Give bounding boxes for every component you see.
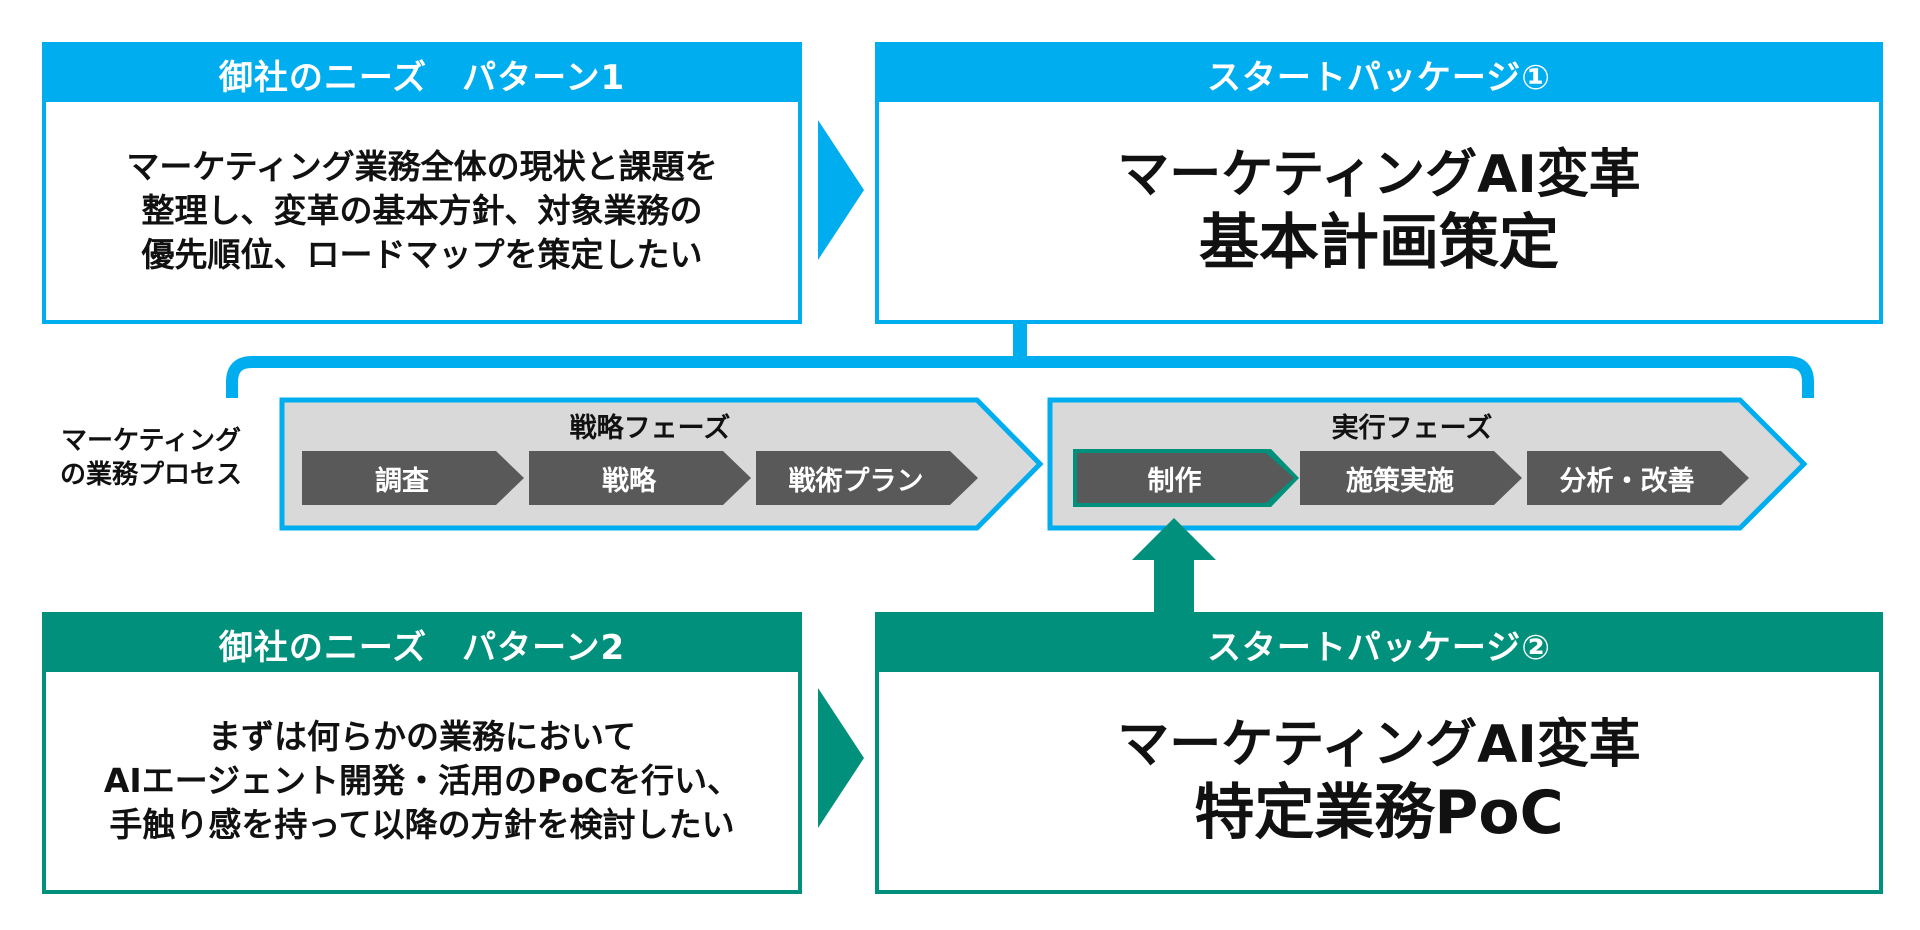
process-label-line: の業務プロセス: [60, 460, 243, 490]
step-strategy: 戦略: [529, 451, 751, 505]
start-package-1-header: スタートパッケージ①: [879, 46, 1879, 102]
needs-pattern-1-line: 優先順位、ロードマップを策定したい: [141, 235, 703, 274]
needs-pattern-2-box: 御社のニーズ パターン2 まずは何らかの業務において AIエージェント開発・活用…: [42, 612, 802, 894]
arrow-right-icon-teal: [818, 688, 864, 828]
needs-pattern-1-body: マーケティング業務全体の現状と課題を 整理し、変革の基本方針、対象業務の 優先順…: [46, 102, 798, 320]
needs-pattern-2-body: まずは何らかの業務において AIエージェント開発・活用のPoCを行い、 手触り感…: [46, 672, 798, 890]
start-package-2-header: スタートパッケージ②: [879, 616, 1879, 672]
needs-pattern-1-line: マーケティング業務全体の現状と課題を: [126, 147, 718, 186]
arrow-up-icon-teal: [1132, 518, 1216, 614]
bracket-stem: [1013, 320, 1027, 364]
process-label-line: マーケティング: [61, 426, 241, 456]
start-package-1-box: スタートパッケージ① マーケティングAI変革 基本計画策定: [875, 42, 1883, 324]
step-campaign-execution: 施策実施: [1300, 451, 1522, 505]
start-package-1-body: マーケティングAI変革 基本計画策定: [879, 102, 1879, 320]
start-package-1-subtitle: 基本計画策定: [1199, 208, 1559, 278]
start-package-1-title: マーケティングAI変革: [1117, 145, 1641, 205]
needs-pattern-2-line: まずは何らかの業務において: [207, 717, 636, 756]
process-label: マーケティング の業務プロセス: [60, 424, 242, 492]
needs-pattern-1-header: 御社のニーズ パターン1: [46, 46, 798, 102]
bracket-connector: [226, 356, 1814, 398]
start-package-2-subtitle: 特定業務PoC: [1194, 778, 1564, 848]
arrow-right-icon-blue: [818, 120, 864, 260]
needs-pattern-2-line: AIエージェント開発・活用のPoCを行い、: [103, 761, 741, 800]
needs-pattern-2-line: 手触り感を持って以降の方針を検討したい: [109, 805, 735, 844]
step-research: 調査: [302, 451, 524, 505]
start-package-2-title: マーケティングAI変革: [1117, 715, 1641, 775]
needs-pattern-1-box: 御社のニーズ パターン1 マーケティング業務全体の現状と課題を 整理し、変革の基…: [42, 42, 802, 324]
step-tactics-plan: 戦術プラン: [756, 451, 978, 505]
needs-pattern-1-line: 整理し、変革の基本方針、対象業務の: [141, 191, 703, 230]
strategy-phase-title: 戦略フェーズ: [569, 413, 731, 444]
execution-phase-title: 実行フェーズ: [1331, 413, 1493, 444]
start-package-2-box: スタートパッケージ② マーケティングAI変革 特定業務PoC: [875, 612, 1883, 894]
step-production: 制作: [1077, 453, 1294, 503]
step-analysis-improvement: 分析・改善: [1527, 451, 1749, 505]
needs-pattern-2-header: 御社のニーズ パターン2: [46, 616, 798, 672]
start-package-2-body: マーケティングAI変革 特定業務PoC: [879, 672, 1879, 890]
